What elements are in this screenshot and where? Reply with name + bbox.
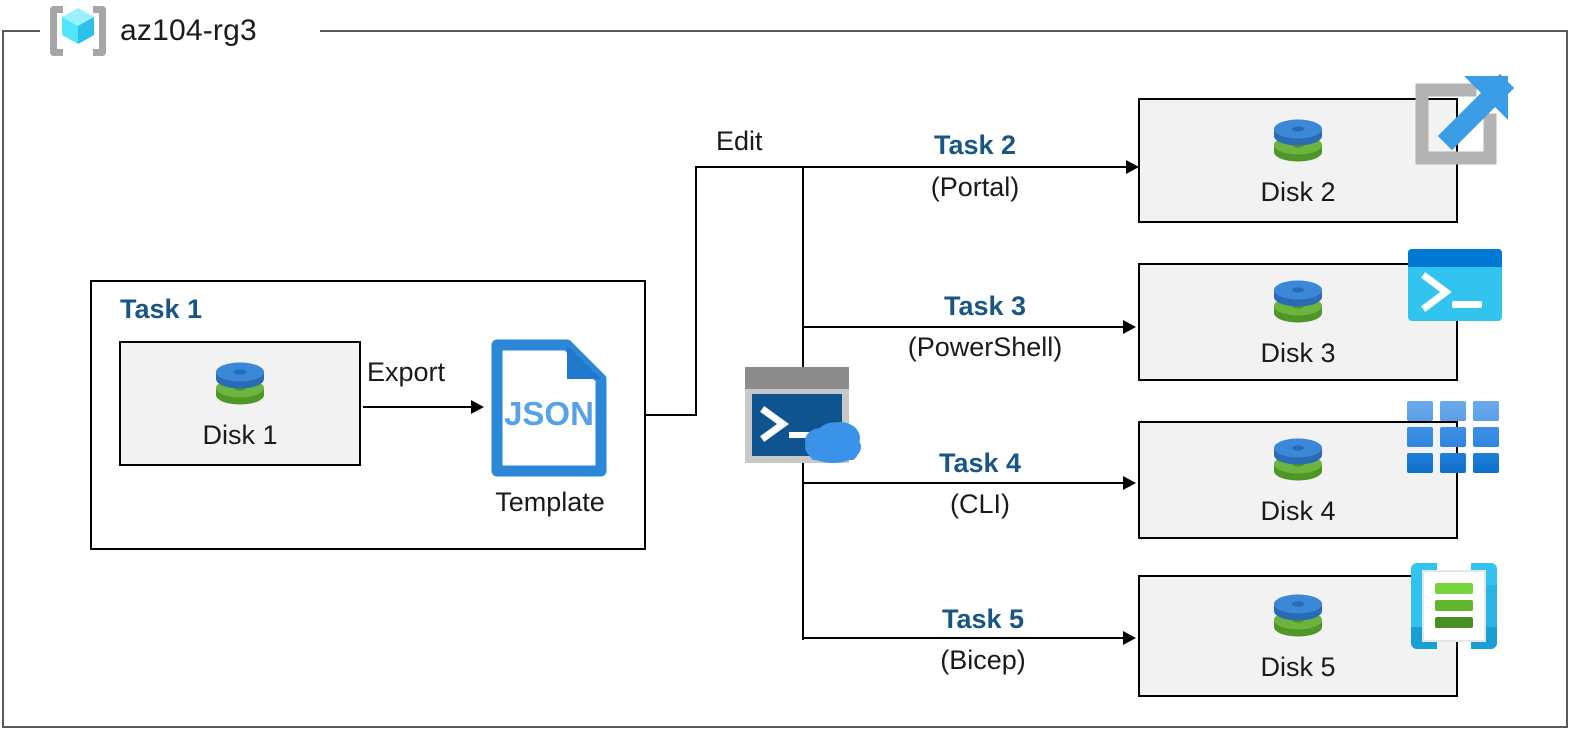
task5-arrow-line [803,637,1127,639]
disk5-caption: Disk 5 [1260,652,1336,683]
disk-icon [1274,594,1322,637]
bicep-icon [1411,563,1497,649]
cube-glyph [62,8,94,44]
task4-label: Task 4 [938,448,1022,478]
disk3-caption: Disk 3 [1260,338,1336,369]
resource-group-name: az104-rg3 [120,14,257,47]
disk3-box: Disk 3 [1138,263,1458,381]
task2-label: Task 2 [933,130,1017,160]
export-arrowhead [471,400,484,414]
disk2-box: Disk 2 [1138,98,1458,223]
task5-arrowhead [1123,631,1136,645]
task3-arrow-line [803,326,1127,328]
resource-group-frame [2,30,1568,728]
resource-group-cube-icon [46,1,110,61]
edit-label: Edit [716,126,763,156]
template-caption: Template [495,487,605,517]
disk4-caption: Disk 4 [1260,496,1336,527]
task3-method-label: (PowerShell) [907,332,1063,362]
svg-text:JSON: JSON [504,395,594,432]
task4-arrow-line [803,482,1127,484]
portal-external-link-icon [1415,73,1515,165]
disk5-box: Disk 5 [1138,575,1458,697]
edit-path-segment-v1 [695,166,697,416]
disk4-content: Disk 4 [1140,423,1456,537]
disk1-caption: Disk 1 [202,419,278,450]
disk1-content: Disk 1 [121,343,359,464]
task3-label: Task 3 [943,291,1027,321]
task4-method-label: (CLI) [950,489,1010,519]
task2-method-label: (Portal) [930,172,1020,202]
bracket-left-decoration [50,6,63,56]
export-label: Export [367,357,446,387]
disk-icon [216,362,264,405]
task4-arrowhead [1123,476,1136,490]
bracket-right-decoration [93,6,106,56]
task1-label: Task 1 [120,294,203,324]
export-arrow-line [363,406,475,408]
edit-path-segment-h2 [695,166,1132,168]
task5-label: Task 5 [941,604,1025,634]
disk5-content: Disk 5 [1140,577,1456,695]
resource-group-header: az104-rg3 [46,0,257,62]
edit-path-segment-h1 [645,414,697,416]
disk-icon [1274,280,1322,323]
task2-arrowhead [1126,160,1139,174]
disk2-content: Disk 2 [1140,100,1456,221]
cloud-shell-icon [745,367,861,463]
json-file-icon: JSON [491,339,607,477]
disk-icon [1274,438,1322,481]
disk2-caption: Disk 2 [1260,176,1336,207]
cli-grid-icon [1407,401,1499,473]
task3-arrowhead [1123,320,1136,334]
disk4-box: Disk 4 [1138,421,1458,539]
disk3-content: Disk 3 [1140,265,1456,379]
disk1-box: Disk 1 [119,341,361,466]
powershell-icon [1408,249,1502,321]
disk-icon [1274,119,1322,162]
task5-method-label: (Bicep) [940,645,1026,675]
